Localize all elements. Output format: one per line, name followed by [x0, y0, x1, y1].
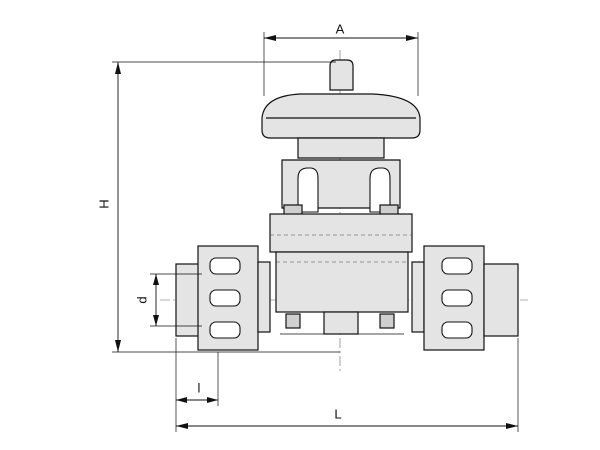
- dim-l-arrow-left: [176, 397, 187, 403]
- valve-body: [269, 213, 413, 335]
- right-union-collar: [411, 261, 425, 333]
- bonnet-window-right: [369, 167, 391, 213]
- dim-label-a: A: [335, 21, 345, 37]
- union-right: [411, 245, 519, 351]
- dimension-l-small: [175, 338, 219, 406]
- dim-d-arrow-top: [153, 274, 159, 285]
- dim-ll-arrow-right: [506, 423, 518, 429]
- dim-a-arrow-left: [264, 35, 276, 41]
- dim-h-arrow-top: [115, 62, 121, 74]
- dim-label-l-small: l: [197, 380, 201, 396]
- dim-label-l-large: L: [334, 406, 342, 422]
- dim-label-h: H: [96, 199, 112, 209]
- handwheel: [261, 59, 421, 139]
- diaphragm-flange: [269, 213, 413, 253]
- handwheel-body: [261, 93, 421, 139]
- base-bolt-right: [379, 313, 395, 329]
- dim-a-arrow-right: [406, 35, 418, 41]
- left-nut-slot-3: [209, 321, 241, 339]
- bonnet-neck: [297, 137, 385, 159]
- dim-ll-arrow-left: [176, 423, 188, 429]
- base-bolt-left: [285, 313, 301, 329]
- right-pipe-stub: [483, 263, 519, 337]
- body-base: [323, 311, 359, 335]
- dim-l-arrow-right: [207, 397, 218, 403]
- right-nut-slot-3: [441, 321, 473, 339]
- bonnet-window-left: [297, 167, 319, 213]
- union-left: [175, 245, 271, 351]
- stem-cap: [329, 59, 354, 91]
- bonnet: [281, 137, 401, 216]
- dimension-h: [112, 61, 340, 353]
- right-nut-slot-1: [441, 257, 473, 275]
- dimension-a: [263, 32, 419, 96]
- dim-label-d: d: [134, 296, 150, 304]
- left-union-collar: [257, 261, 271, 333]
- dimension-l-large: [175, 338, 519, 432]
- right-nut-slot-2: [441, 289, 473, 307]
- left-nut-slot-1: [209, 257, 241, 275]
- dimension-d: [150, 273, 202, 327]
- left-nut-slot-2: [209, 289, 241, 307]
- dim-d-arrow-bottom: [153, 315, 159, 326]
- body-lower: [275, 251, 409, 313]
- dim-h-arrow-bottom: [115, 340, 121, 352]
